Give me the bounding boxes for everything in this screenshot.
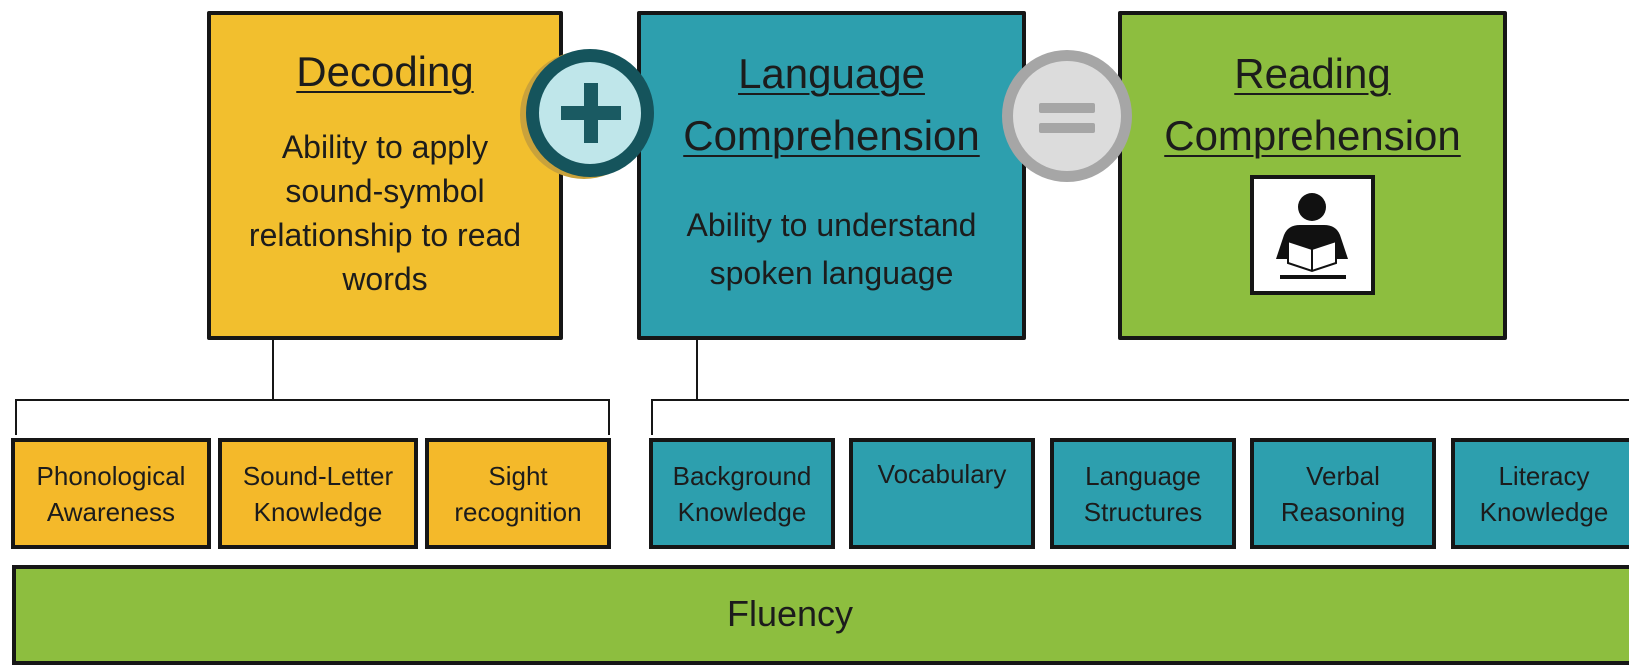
skill-line: Structures (1083, 496, 1203, 527)
language-skill-box: Vocabulary (849, 438, 1035, 549)
skill-line: Verbal (1306, 460, 1380, 491)
skill-line: Literacy (1498, 460, 1590, 491)
decoding-connector-line (272, 340, 274, 399)
skill-line: Knowledge (253, 496, 383, 527)
skill-line: Knowledge (1479, 496, 1609, 527)
decoding-box: Decoding Ability to apply sound-symbol r… (207, 11, 563, 340)
language-connector-line (696, 340, 698, 399)
decoding-skill-box: Sight recognition (425, 438, 611, 549)
skill-line: Awareness (46, 496, 176, 527)
plus-icon (526, 49, 654, 177)
language-heading-line: Comprehension (683, 112, 980, 159)
reading-heading-line: Reading (1234, 50, 1391, 97)
decoding-desc-line: words (342, 261, 428, 297)
decoding-heading: Decoding (296, 48, 474, 95)
skill-line: Knowledge (677, 496, 807, 527)
language-desc-line: spoken language (709, 255, 954, 291)
reading-person-icon (1250, 175, 1375, 295)
reading-heading-line: Comprehension (1164, 112, 1461, 159)
skill-line: Language (1085, 460, 1201, 491)
skill-line: Vocabulary (877, 459, 1007, 489)
skill-line: Phonological (36, 460, 186, 491)
language-desc-line: Ability to understand (686, 207, 977, 243)
skill-line: Background (672, 460, 812, 491)
reading-person-glyph (1276, 193, 1348, 279)
skill-line: Reasoning (1280, 496, 1406, 527)
language-heading-line: Language (738, 50, 925, 97)
language-bracket (651, 399, 1629, 435)
decoding-bracket (15, 399, 610, 435)
decoding-desc-line: sound-symbol (285, 173, 485, 209)
decoding-desc-line: Ability to apply (281, 129, 489, 165)
skill-line: recognition (454, 496, 582, 527)
language-comprehension-box: Language Comprehension Ability to unders… (637, 11, 1026, 340)
decoding-desc-line: relationship to read (248, 217, 522, 253)
fluency-bar: Fluency (12, 565, 1629, 665)
equals-icon (1002, 50, 1132, 182)
skill-line: Sound-Letter (242, 460, 394, 491)
skill-line: Sight (488, 460, 548, 491)
fluency-label: Fluency (726, 593, 854, 634)
